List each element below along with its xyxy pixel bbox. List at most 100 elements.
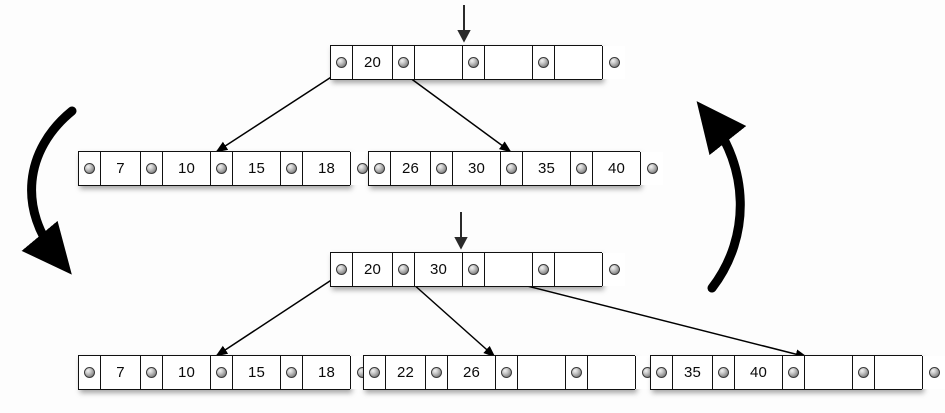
key-cell[interactable]: 30 bbox=[415, 253, 463, 286]
pointer-cell[interactable] bbox=[713, 356, 735, 389]
child-pointer-arrow-before-left bbox=[215, 71, 340, 153]
key-cell[interactable]: 10 bbox=[163, 356, 211, 389]
pointer-dot-icon bbox=[538, 264, 549, 275]
pointer-cell[interactable] bbox=[331, 46, 353, 79]
pointer-dot-icon bbox=[146, 163, 157, 174]
leaf-after-middle[interactable]: 22 26 bbox=[363, 355, 658, 390]
pointer-cell[interactable] bbox=[79, 356, 101, 389]
key-cell[interactable]: 15 bbox=[233, 356, 281, 389]
pointer-cell[interactable] bbox=[853, 356, 875, 389]
pointer-cell[interactable] bbox=[141, 152, 163, 185]
pointer-cell[interactable] bbox=[426, 356, 448, 389]
pointer-cell[interactable] bbox=[533, 253, 555, 286]
pointer-dot-icon bbox=[216, 367, 227, 378]
pointer-cell[interactable] bbox=[651, 356, 673, 389]
pointer-dot-icon bbox=[538, 57, 549, 68]
pointer-dot-icon bbox=[398, 57, 409, 68]
child-pointer-arrow-after-middle bbox=[402, 274, 496, 358]
pointer-cell[interactable] bbox=[923, 356, 945, 389]
key-cell[interactable]: 15 bbox=[233, 152, 281, 185]
root-before[interactable]: 20 bbox=[330, 45, 625, 80]
pointer-dot-icon bbox=[576, 163, 587, 174]
key-cell[interactable]: 40 bbox=[735, 356, 783, 389]
key-cell[interactable]: 26 bbox=[448, 356, 496, 389]
pointer-cell[interactable] bbox=[281, 356, 303, 389]
leaf-before-right[interactable]: 26 30 35 40 bbox=[368, 151, 663, 186]
pointer-dot-icon bbox=[788, 367, 799, 378]
pointer-cell[interactable] bbox=[463, 46, 485, 79]
key-cell[interactable]: 20 bbox=[353, 46, 393, 79]
pointer-cell[interactable] bbox=[501, 152, 523, 185]
pointer-dot-icon bbox=[608, 264, 620, 275]
pointer-cell[interactable] bbox=[369, 152, 391, 185]
pointer-dot-icon bbox=[468, 264, 479, 275]
key-cell[interactable] bbox=[555, 46, 603, 79]
pointer-dot-icon bbox=[286, 367, 297, 378]
pointer-dot-icon bbox=[468, 57, 479, 68]
key-cell[interactable] bbox=[875, 356, 923, 389]
pointer-dot-icon bbox=[431, 367, 442, 378]
pointer-dot-icon bbox=[369, 367, 380, 378]
pointer-cell[interactable] bbox=[603, 253, 625, 286]
pointer-cell[interactable] bbox=[783, 356, 805, 389]
key-cell[interactable]: 18 bbox=[303, 356, 351, 389]
pointer-cell[interactable] bbox=[351, 152, 373, 185]
pointer-dot-icon bbox=[656, 367, 667, 378]
pointer-dot-icon bbox=[398, 264, 409, 275]
key-cell[interactable]: 20 bbox=[353, 253, 393, 286]
pointer-cell[interactable] bbox=[641, 152, 663, 185]
pointer-cell[interactable] bbox=[566, 356, 588, 389]
pointer-dot-icon bbox=[216, 163, 227, 174]
pointer-cell[interactable] bbox=[211, 152, 233, 185]
leaf-after-left[interactable]: 7 10 15 18 bbox=[78, 355, 373, 390]
pointer-cell[interactable] bbox=[364, 356, 386, 389]
pointer-cell[interactable] bbox=[571, 152, 593, 185]
key-cell[interactable]: 40 bbox=[593, 152, 641, 185]
pointer-cell[interactable] bbox=[463, 253, 485, 286]
pointer-dot-icon bbox=[84, 163, 95, 174]
pointer-dot-icon bbox=[718, 367, 729, 378]
key-cell[interactable] bbox=[415, 46, 463, 79]
key-cell[interactable]: 7 bbox=[101, 152, 141, 185]
pointer-dot-icon bbox=[571, 367, 582, 378]
key-cell[interactable]: 30 bbox=[453, 152, 501, 185]
key-cell[interactable]: 7 bbox=[101, 356, 141, 389]
pointer-cell[interactable] bbox=[393, 46, 415, 79]
key-cell[interactable]: 35 bbox=[673, 356, 713, 389]
leaf-after-right[interactable]: 35 40 bbox=[650, 355, 945, 390]
pointer-dot-icon bbox=[84, 367, 95, 378]
key-cell[interactable] bbox=[485, 253, 533, 286]
pointer-dot-icon bbox=[374, 163, 385, 174]
key-cell[interactable]: 18 bbox=[303, 152, 351, 185]
pointer-cell[interactable] bbox=[211, 356, 233, 389]
pointer-dot-icon bbox=[928, 367, 940, 378]
key-cell[interactable] bbox=[805, 356, 853, 389]
pointer-dot-icon bbox=[356, 163, 368, 174]
pointer-dot-icon bbox=[858, 367, 869, 378]
key-cell[interactable]: 26 bbox=[391, 152, 431, 185]
pointer-cell[interactable] bbox=[79, 152, 101, 185]
key-cell[interactable] bbox=[555, 253, 603, 286]
key-cell[interactable] bbox=[518, 356, 566, 389]
key-cell[interactable]: 22 bbox=[386, 356, 426, 389]
pointer-cell[interactable] bbox=[331, 253, 353, 286]
pointer-cell[interactable] bbox=[431, 152, 453, 185]
leaf-before-left[interactable]: 7 10 15 18 bbox=[78, 151, 373, 186]
root-after[interactable]: 20 30 bbox=[330, 252, 625, 287]
pointer-cell[interactable] bbox=[281, 152, 303, 185]
key-cell[interactable] bbox=[588, 356, 636, 389]
key-cell[interactable]: 35 bbox=[523, 152, 571, 185]
pointer-cell[interactable] bbox=[533, 46, 555, 79]
key-cell[interactable]: 10 bbox=[163, 152, 211, 185]
pointer-dot-icon bbox=[646, 163, 658, 174]
pointer-cell[interactable] bbox=[393, 253, 415, 286]
pointer-dot-icon bbox=[146, 367, 157, 378]
key-cell[interactable] bbox=[485, 46, 533, 79]
pointer-cell[interactable] bbox=[603, 46, 625, 79]
pointer-cell[interactable] bbox=[496, 356, 518, 389]
pointer-dot-icon bbox=[336, 264, 347, 275]
pointer-dot-icon bbox=[608, 57, 620, 68]
pointer-cell[interactable] bbox=[141, 356, 163, 389]
pointer-dot-icon bbox=[501, 367, 512, 378]
